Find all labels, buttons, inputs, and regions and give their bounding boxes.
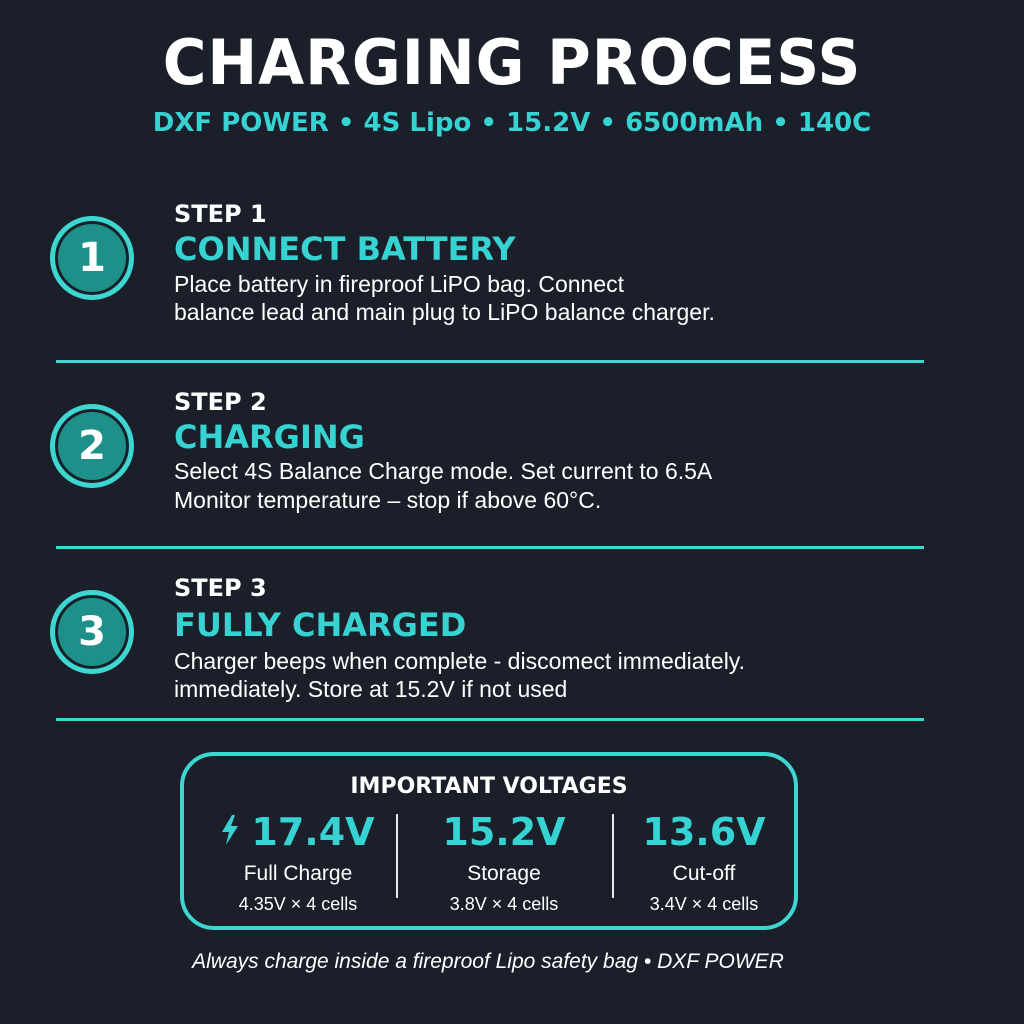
step-heading: CHARGING [174, 418, 365, 456]
step-heading: FULLY CHARGED [174, 606, 467, 644]
voltage-name: Cut-off [672, 862, 736, 885]
step-heading: CONNECT BATTERY [174, 230, 516, 268]
divider [56, 718, 924, 721]
column-separator [396, 814, 398, 898]
step-label: STEP 1 [174, 200, 267, 228]
voltage-value-row: 17.4V [198, 808, 398, 856]
voltage-full-charge: 17.4V Full Charge 4.35V × 4 cells [198, 808, 398, 915]
divider [56, 360, 924, 363]
voltages-title: IMPORTANT VOLTAGES [350, 774, 628, 799]
step-number: 3 [78, 609, 106, 655]
step-label: STEP 2 [174, 388, 267, 416]
step-number-badge: 2 [50, 404, 134, 488]
important-voltages-panel: IMPORTANT VOLTAGES 17.4V Full Charge 4.3… [180, 752, 798, 930]
step-number: 1 [78, 235, 106, 281]
voltage-note: 3.8V × 4 cells [449, 894, 559, 914]
step-description-line: Place battery in fireproof LiPO bag. Con… [174, 271, 625, 297]
voltage-storage: 15.2V Storage 3.8V × 4 cells [404, 808, 604, 915]
voltage-name: Full Charge [243, 862, 353, 885]
voltage-value: 17.4V [251, 810, 375, 854]
voltage-name: Storage [467, 862, 541, 885]
step-label: STEP 3 [174, 574, 267, 602]
step-description-line: Charger beeps when complete - discomect … [174, 648, 745, 674]
divider [56, 546, 924, 549]
step-description-line: balance lead and main plug to LiPO balan… [174, 299, 715, 325]
step-number-badge: 3 [50, 590, 134, 674]
step-number: 2 [78, 423, 106, 469]
step-description-line: immediately. Store at 15.2V if not used [174, 676, 568, 702]
lightning-bolt-icon [221, 808, 239, 856]
step-description-line: Monitor temperature – stop if above 60°C… [174, 487, 602, 513]
voltage-value: 15.2V [442, 810, 566, 854]
column-separator [612, 814, 614, 898]
voltage-note: 4.35V × 4 cells [238, 894, 358, 914]
step-number-badge: 1 [50, 216, 134, 300]
page-subtitle: DXF POWER • 4S Lipo • 15.2V • 6500mAh • … [152, 108, 872, 138]
page-title: CHARGING PROCESS [162, 26, 862, 99]
voltage-cut-off: 13.6V Cut-off 3.4V × 4 cells [604, 808, 804, 915]
voltage-value: 13.6V [642, 810, 766, 854]
step-description-line: Select 4S Balance Charge mode. Set curre… [174, 458, 713, 484]
footer-note: Always charge inside a fireproof Lipo sa… [192, 950, 784, 973]
voltage-note: 3.4V × 4 cells [649, 894, 759, 914]
